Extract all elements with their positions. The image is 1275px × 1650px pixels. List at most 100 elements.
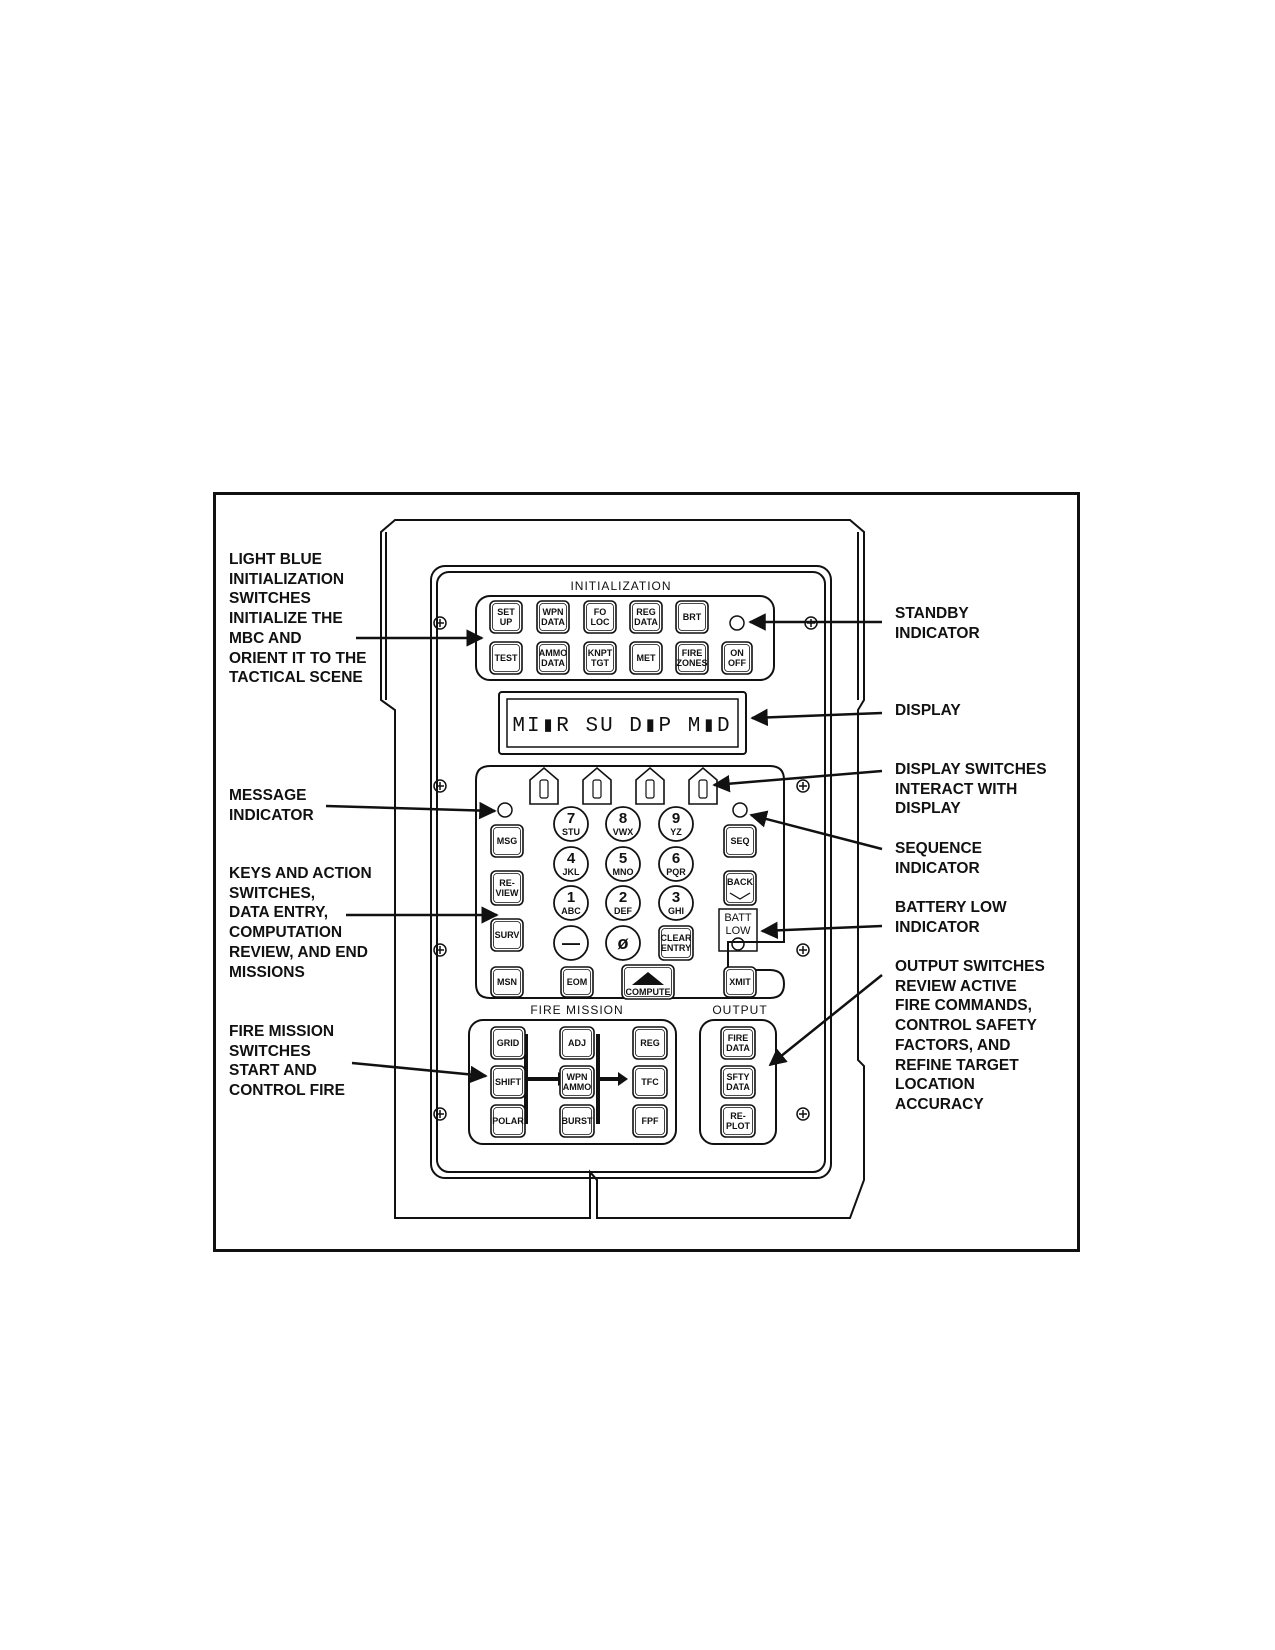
xmit-key[interactable]: XMIT [723,966,757,998]
screw-icons [433,616,818,1121]
reg-key-label: REG [640,1038,660,1048]
arrow-output [768,974,883,1067]
numpad-key-dash-digit: — [562,933,580,953]
numpad-key-3-letters: GHI [668,906,684,916]
display-switches-group [529,766,718,805]
re-view-key-label: RE-VIEW [495,878,519,898]
re-plot-key[interactable]: RE-PLOT [720,1104,756,1138]
display-bezel [498,691,747,755]
met-key[interactable]: MET [629,641,663,675]
re-plot-key-label: RE-PLOT [726,1111,751,1131]
back-chevron-icon [729,892,751,900]
numpad-key-9[interactable]: 9YZ [658,806,694,842]
section-output: OUTPUT [712,1003,767,1017]
message-indicator [497,802,513,818]
callout-init-switches: LIGHT BLUE INITIALIZATION SWITCHES INITI… [229,551,367,687]
grid-key-label: GRID [497,1038,520,1048]
numpad-key-zero[interactable]: ø [605,925,641,961]
figure-frame [213,492,1080,1252]
adj-key[interactable]: ADJ [559,1026,595,1060]
test-key[interactable]: TEST [489,641,523,675]
polar-key-label: POLAR [492,1116,524,1126]
fpf-key-label: FPF [642,1116,660,1126]
display-switch-1[interactable] [529,766,559,805]
brt-key[interactable]: BRT [675,600,709,634]
screw-icon [433,1107,447,1121]
numpad-key-7-digit: 7 [567,810,575,827]
eom-key-label: EOM [567,977,588,987]
msg-key-label: MSG [497,836,518,846]
screw-icon [796,943,810,957]
display-switch-4[interactable] [688,766,718,805]
numpad-key-9-letters: YZ [670,827,682,837]
burst-key-label: BURST [562,1116,594,1126]
grid-key[interactable]: GRID [490,1026,526,1060]
re-view-key[interactable]: RE-VIEW [490,870,524,906]
surv-key-label: SURV [495,930,520,940]
arrow-display [750,708,883,727]
eom-key[interactable]: EOM [560,966,594,998]
reg-key[interactable]: REG [632,1026,668,1060]
numpad-key-1-letters: ABC [561,906,581,916]
shift-key[interactable]: SHIFT [490,1065,526,1099]
numpad-key-5-letters: MNO [613,867,634,877]
device-housing [380,519,865,1219]
section-fire-mission: FIRE MISSION [530,1003,623,1017]
callout-keys-action: KEYS AND ACTION SWITCHES, DATA ENTRY, CO… [229,865,372,981]
numpad-key-9-digit: 9 [672,810,680,827]
battery-low-indicator [731,937,745,951]
section-initialization: INITIALIZATION [570,579,671,593]
tfc-key[interactable]: TFC [632,1065,668,1099]
msn-key[interactable]: MSN [490,966,524,998]
burst-key[interactable]: BURST [559,1104,595,1138]
compute-key[interactable]: COMPUTE [621,964,675,1000]
battery-low-box [718,908,758,952]
display-switch-3[interactable] [635,766,665,805]
met-key-label: MET [637,653,657,663]
numpad-key-4-letters: JKL [562,867,580,877]
seq-key[interactable]: SEQ [723,824,757,858]
surv-key[interactable]: SURV [490,918,524,952]
fpf-key[interactable]: FPF [632,1104,668,1138]
seq-key-label: SEQ [730,836,749,846]
numpad-key-1-digit: 1 [567,889,575,906]
brt-key-label: BRT [683,612,702,622]
msg-key[interactable]: MSG [490,824,524,858]
display-window [506,698,739,748]
back-key[interactable]: BACK [723,870,757,906]
polar-key[interactable]: POLAR [490,1104,526,1138]
arrow-display-switches [712,769,883,793]
arrow-fire-mission [351,1061,488,1084]
arrow-message [325,801,497,820]
numpad-key-dash[interactable]: — [553,925,589,961]
display-switch-2[interactable] [582,766,612,805]
